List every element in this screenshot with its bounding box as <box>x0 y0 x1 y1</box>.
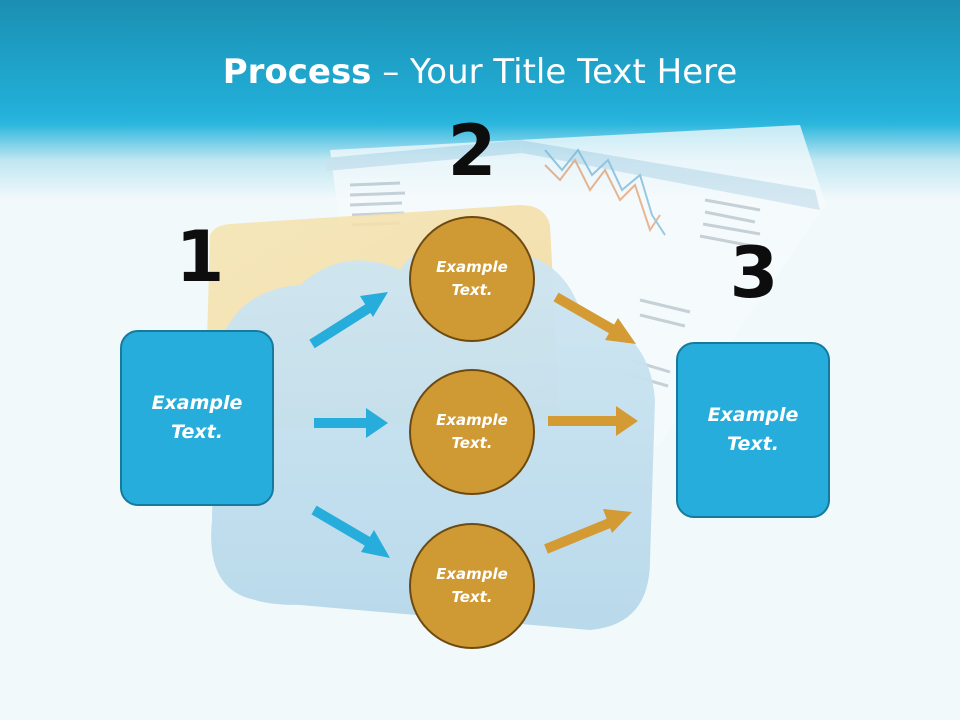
step-2-circle-top: Example Text. <box>409 216 535 342</box>
step-number-3: 3 <box>729 232 779 314</box>
circle-bottom-text: Example Text. <box>436 565 508 606</box>
title-bold: Process <box>222 52 372 92</box>
arrow-left-to-bottom-icon <box>311 505 390 558</box>
circle-middle-text: Example Text. <box>436 411 508 452</box>
step-1-box-text: Example Text. <box>151 392 243 443</box>
arrow-top-to-right-icon <box>553 292 636 344</box>
step-number-1: 1 <box>175 216 225 298</box>
slide-title: Process – Your Title Text Here <box>0 52 960 92</box>
title-rest: – Your Title Text Here <box>371 52 738 92</box>
step-3-box-text: Example Text. <box>707 404 799 455</box>
step-1-box: Example Text. <box>120 330 274 506</box>
arrow-left-to-middle-icon <box>314 408 388 438</box>
orange-arrows <box>544 292 638 554</box>
arrow-bottom-to-right-icon <box>544 509 632 554</box>
arrow-left-to-top-icon <box>309 292 388 349</box>
arrow-middle-to-right-icon <box>548 406 638 436</box>
circle-top-text: Example Text. <box>436 258 508 299</box>
step-3-box: Example Text. <box>676 342 830 518</box>
step-2-circle-bottom: Example Text. <box>409 523 535 649</box>
step-number-2: 2 <box>447 110 497 192</box>
blue-arrows <box>309 292 390 558</box>
step-2-circle-middle: Example Text. <box>409 369 535 495</box>
